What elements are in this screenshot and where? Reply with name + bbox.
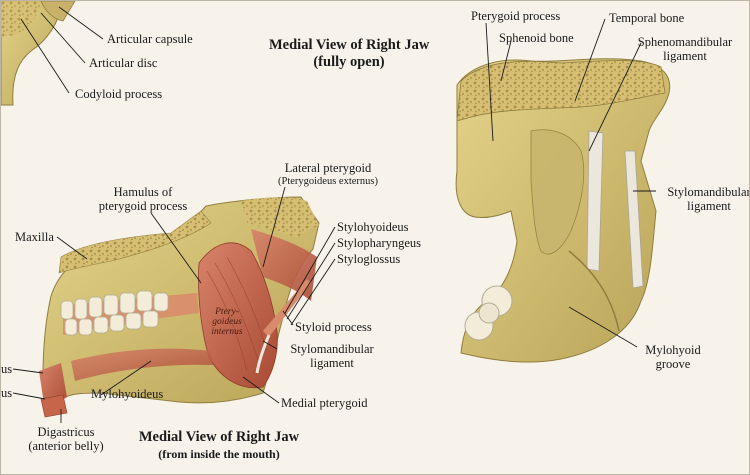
- label-cut-left-2: us: [1, 386, 13, 400]
- label-cut-left-1: us: [1, 362, 13, 376]
- label-temporal-bone: Temporal bone: [609, 11, 685, 25]
- label-lateral-pterygoid: Lateral pterygoid (Pterygoideus externus…: [263, 161, 393, 189]
- label-mylohyoid-groove: Mylohyoid groove: [633, 343, 713, 371]
- label-stylomandibular-ligament-left: Stylomandibular ligament: [277, 342, 387, 370]
- label-mylohyoideus: Mylohyoideus: [91, 387, 164, 401]
- label-medial-pterygoid: Medial pterygoid: [281, 396, 368, 410]
- bottom-title-line1: Medial View of Right Jaw: [138, 429, 300, 445]
- bottom-title-line2: (from inside the mouth): [158, 447, 280, 461]
- label-styloid-process: Styloid process: [295, 320, 372, 334]
- label-hamulus-line2: pterygoid process: [98, 199, 188, 213]
- muscle-inline-line1: Ptery-: [215, 307, 239, 317]
- label-stylomandibular-right-line1: Stylomandibular: [667, 185, 750, 199]
- label-sphenoid-bone: Sphenoid bone: [499, 31, 574, 45]
- top-title-line2: (fully open): [313, 54, 385, 70]
- label-styloglossus: Styloglossus: [337, 252, 401, 266]
- label-stylomandibular-ligament-right: Stylomandibular ligament: [659, 185, 750, 213]
- muscle-inline-line3: internus: [211, 327, 243, 337]
- label-articular-disc: Articular disc: [89, 56, 158, 70]
- label-stylohyoideus: Stylohyoideus: [337, 220, 409, 234]
- muscle-inline-line2: goideus: [212, 317, 242, 327]
- label-stylomandibular-right-line2: ligament: [687, 199, 731, 213]
- label-lateral-pterygoid-sub: (Pterygoideus externus): [277, 176, 379, 187]
- bottom-figure-title: Medial View of Right Jaw (from inside th…: [119, 429, 319, 463]
- condyle-fragment: [1, 1, 76, 106]
- label-articular-capsule: Articular capsule: [107, 32, 193, 46]
- label-hamulus: Hamulus of pterygoid process: [83, 185, 203, 213]
- label-digastricus-line2: (anterior belly): [28, 439, 104, 453]
- label-hamulus-line1: Hamulus of: [113, 185, 173, 199]
- open-jaw-figure: [455, 58, 671, 363]
- label-mylohyoid-groove-line2: groove: [655, 357, 691, 371]
- inside-mouth-figure: [39, 196, 320, 418]
- label-maxilla: Maxilla: [15, 230, 54, 244]
- label-digastricus: Digastricus (anterior belly): [11, 425, 121, 453]
- label-pterygoid-process: Pterygoid process: [471, 9, 561, 23]
- label-sphenomandibular-ligament: Sphenomandibular ligament: [623, 35, 747, 63]
- label-stylomandibular-left-line1: Stylomandibular: [290, 342, 374, 356]
- label-sphenomandibular-line2: ligament: [663, 49, 707, 63]
- top-figure-title: Medial View of Right Jaw (fully open): [269, 37, 429, 71]
- leader-lines: [12, 6, 656, 423]
- label-digastricus-line1: Digastricus: [37, 425, 95, 439]
- top-title-line1: Medial View of Right Jaw: [269, 37, 430, 53]
- label-lateral-pterygoid-line1: Lateral pterygoid: [284, 161, 372, 175]
- label-stylopharyngeus: Stylopharyngeus: [337, 236, 422, 250]
- label-stylomandibular-left-line2: ligament: [310, 356, 354, 370]
- muscle-inline-label: Ptery- goideus internus: [207, 307, 247, 337]
- label-sphenomandibular-line1: Sphenomandibular: [637, 35, 733, 49]
- label-condyloid-process: Codyloid process: [75, 87, 163, 101]
- label-mylohyoid-groove-line1: Mylohyoid: [645, 343, 701, 357]
